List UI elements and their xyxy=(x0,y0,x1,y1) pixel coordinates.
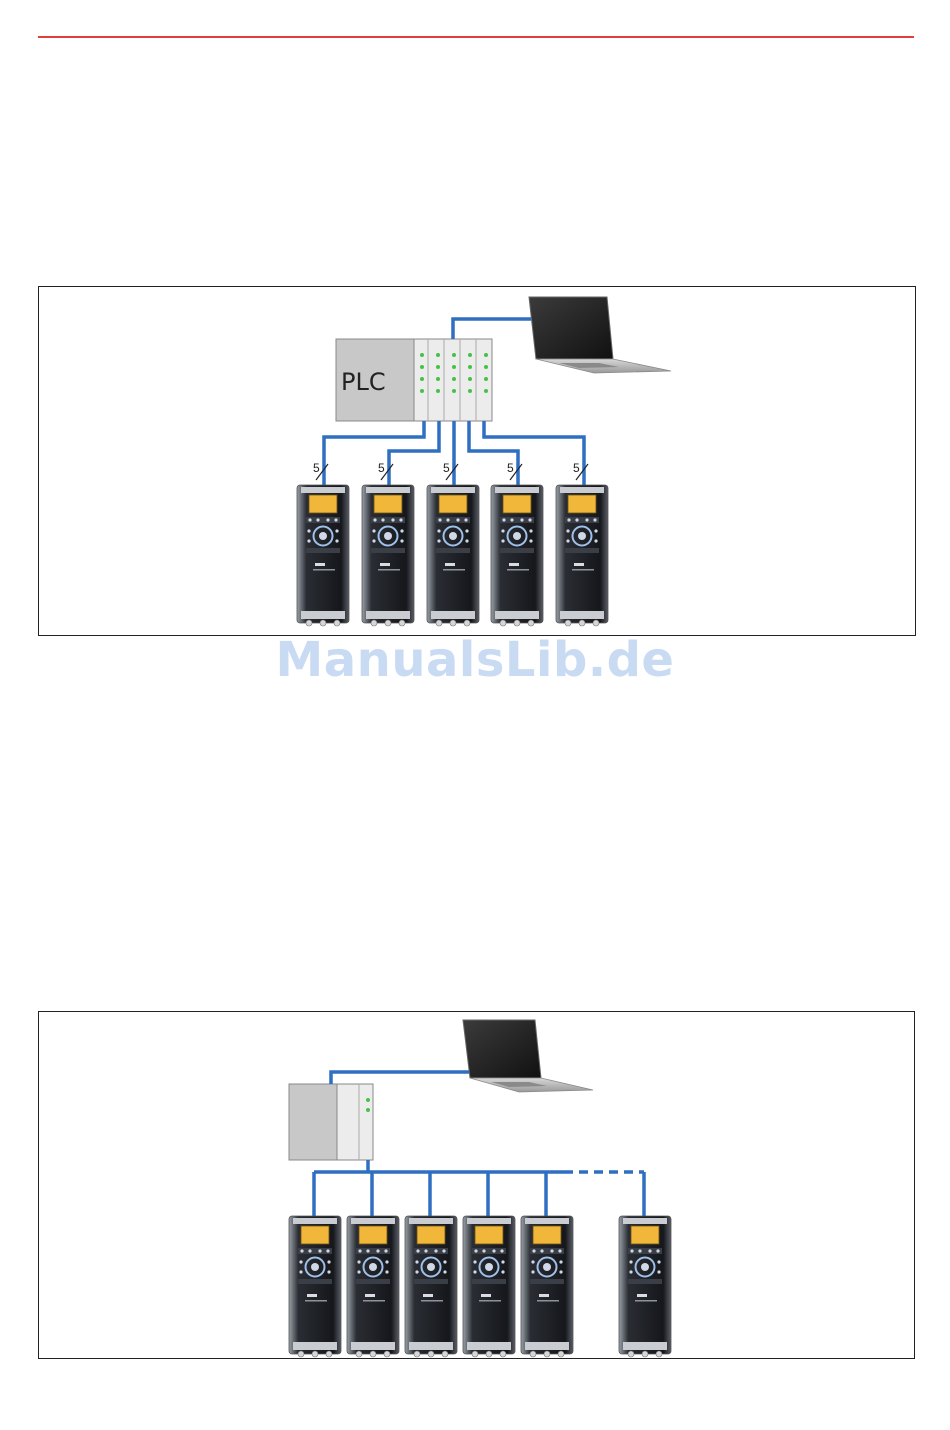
frequency-converter-icon xyxy=(289,1216,341,1357)
cable-count-label: 5 xyxy=(313,461,320,475)
cable-count-label: 5 xyxy=(507,461,514,475)
frequency-converter-icon xyxy=(521,1216,573,1357)
frequency-converter-icon xyxy=(463,1216,515,1357)
frequency-converter-icon xyxy=(362,485,414,626)
diagram-plc-star: PLC 5 5 5 5 5 xyxy=(39,287,915,635)
frequency-converter-icon xyxy=(347,1216,399,1357)
frequency-converter-icon xyxy=(405,1216,457,1357)
cable-count-marks: 5 5 5 5 5 xyxy=(313,461,588,480)
figure-fieldbus-topology xyxy=(38,1011,915,1359)
plc-label: PLC xyxy=(341,368,386,396)
frequency-converter-icon xyxy=(427,485,479,626)
frequency-converter-icon xyxy=(297,485,349,626)
header-rule xyxy=(38,36,914,38)
cable-count-label: 5 xyxy=(443,461,450,475)
cable-count-label: 5 xyxy=(573,461,580,475)
laptop-icon xyxy=(529,297,671,373)
cable-count-label: 5 xyxy=(378,461,385,475)
frequency-converter-icon xyxy=(619,1216,671,1357)
diagram-fieldbus xyxy=(39,1012,914,1358)
frequency-converter-icon xyxy=(556,485,608,626)
frequency-converter-icon xyxy=(491,485,543,626)
plc-rack: PLC xyxy=(336,339,492,421)
figure-plc-star-topology: PLC 5 5 5 5 5 xyxy=(38,286,916,636)
watermark: ManualsLib.de xyxy=(0,632,950,688)
laptop-icon xyxy=(463,1020,593,1092)
plc-rack xyxy=(289,1084,373,1160)
